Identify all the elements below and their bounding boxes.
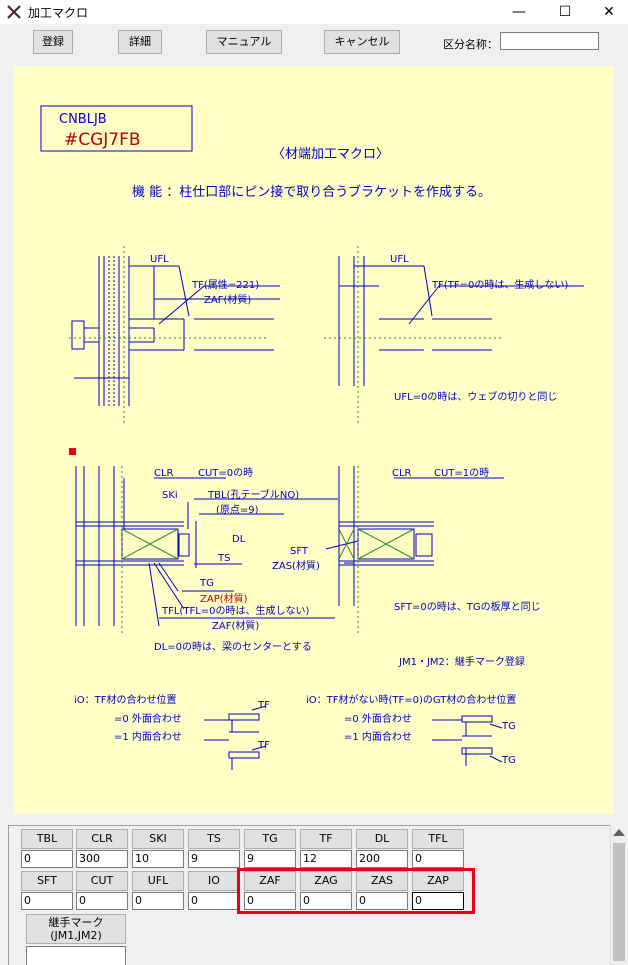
header-tg: TG [244,829,296,849]
section-name-label: 区分名称： [443,38,498,51]
input-io[interactable]: 0 [188,892,240,910]
tg-label-b: TG [501,755,516,766]
ski-label: SKi [162,490,178,501]
io1-left: =1 内面合わせ [114,730,182,743]
header-io: IO [188,871,240,891]
sft-note: SFT=0の時は、TGの板厚と同じ [394,600,541,613]
input-clr[interactable]: 300 [76,850,128,868]
tf-note-2: TF(TF=0の時は、生成しない) [431,278,568,291]
tbl-default: (原点=9) [216,504,259,516]
input-zap[interactable]: 0 [412,892,464,910]
input-zaf[interactable]: 0 [244,892,296,910]
clr-label-2: CLR [392,468,412,479]
input-tfl[interactable]: 0 [412,850,464,868]
detail-mid-left [75,466,338,627]
header-ufl: UFL [132,871,184,891]
header-tf: TF [300,829,352,849]
drawing-heading: 〈材端加工マクロ〉 [272,147,389,162]
io0-left: =0 外面合わせ [114,712,182,725]
header-clr: CLR [76,829,128,849]
detail-top-right [338,256,584,386]
input-ts[interactable]: 9 [188,850,240,868]
cancel-button[interactable]: キャンセル [324,30,400,54]
io-title-2: iO：TF材がない時(TF=0)のGT材の合わせ位置 [306,693,516,706]
detail-mid-right [325,466,504,606]
tf-label-a: TF [257,700,270,711]
header-sft: SFT [21,871,73,891]
cut0-label: CUT=0の時 [198,467,253,479]
header-cut: CUT [76,871,128,891]
input-dl[interactable]: 200 [356,850,408,868]
tbl-note: TBL(孔テーブルNO) [207,488,299,501]
manual-button[interactable]: マニュアル [206,30,282,54]
detail-top-left [71,256,280,406]
macro-code: CNBLJB [59,112,107,127]
zaf-note-2: ZAF(材質) [212,619,259,632]
io-left-diagram [204,705,267,770]
dl-note: DL=0の時は、梁のセンターとする [154,640,312,653]
header-tfl: TFL [412,829,464,849]
function-text: 機 能 ：柱仕口部にピン接で取り合うブラケットを作成する。 [132,184,491,200]
macro-drawing: CNBLJB #CGJ7FB 〈材端加工マクロ〉 機 能 ：柱仕口部にピン接で取… [14,66,614,814]
header-ski: SKI [132,829,184,849]
input-tbl[interactable]: 0 [21,850,73,868]
tg-label: TG [199,578,214,589]
macro-id: #CGJ7FB [64,130,141,150]
app-icon [7,5,21,19]
sft-label: SFT [290,546,309,557]
input-zag[interactable]: 0 [300,892,352,910]
input-tg[interactable]: 9 [244,850,296,868]
io1-right: =1 内面合わせ [344,730,412,743]
header-zaf: ZAF [244,871,296,891]
input-cut[interactable]: 0 [76,892,128,910]
cut1-label: CUT=1の時 [434,467,489,479]
register-button[interactable]: 登録 [33,30,73,54]
dl-label: DL [232,534,246,545]
minimize-button[interactable]: — [512,4,526,20]
input-ski[interactable]: 10 [132,850,184,868]
close-button[interactable]: ✕ [603,4,615,20]
input-tf[interactable]: 12 [300,850,352,868]
red-marker [69,448,76,455]
maximize-button[interactable]: ☐ [558,4,572,20]
drawing-svg: CNBLJB #CGJ7FB 〈材端加工マクロ〉 機 能 ：柱仕口部にピン接で取… [40,105,584,770]
header-zag: ZAG [300,871,352,891]
joint-mark-input[interactable] [26,946,126,965]
joint-mark-header: 継手マーク (JM1,JM2) [26,914,126,944]
detail-button[interactable]: 詳細 [118,30,162,54]
scroll-up-icon[interactable] [613,829,625,836]
tg-label-a: TG [501,721,516,732]
zaf-note-1: ZAF(材質) [204,293,251,306]
scroll-thumb[interactable] [613,843,625,961]
section-name-input[interactable] [500,32,599,50]
title-bar: 加工マクロ — ☐ ✕ [0,0,628,24]
tfl-note: TFL(TFL=0の時は、生成しない) [161,604,310,617]
header-tbl: TBL [21,829,73,849]
zas-note: ZAS(材質) [272,559,320,572]
toolbar: 登録 詳細 マニュアル キャンセル 区分名称： [0,24,628,62]
ufl-note: UFL=0の時は、ウェブの切りと同じ [394,390,557,403]
input-zas[interactable]: 0 [356,892,408,910]
header-zap: ZAP [412,871,464,891]
input-sft[interactable]: 0 [21,892,73,910]
ufl-label-1: UFL [150,254,169,265]
io-right-diagram [432,715,503,766]
window-title: 加工マクロ [28,6,89,20]
jm-note: JM1・JM2：継手マーク登録 [398,655,525,668]
ts-label: TS [217,553,230,564]
ufl-label-2: UFL [390,254,409,265]
io-title-1: iO：TF材の合わせ位置 [74,693,177,706]
tf-label-b: TF [257,740,270,751]
io0-right: =0 外面合わせ [344,712,412,725]
tf-note-1: TF(属性=221) [191,278,259,291]
header-dl: DL [356,829,408,849]
header-ts: TS [188,829,240,849]
vertical-scrollbar[interactable] [610,825,626,965]
clr-label-1: CLR [154,468,174,479]
header-zas: ZAS [356,871,408,891]
zaf-zap-highlight [237,868,475,914]
input-ufl[interactable]: 0 [132,892,184,910]
zap-note: ZAP(材質) [200,592,248,605]
